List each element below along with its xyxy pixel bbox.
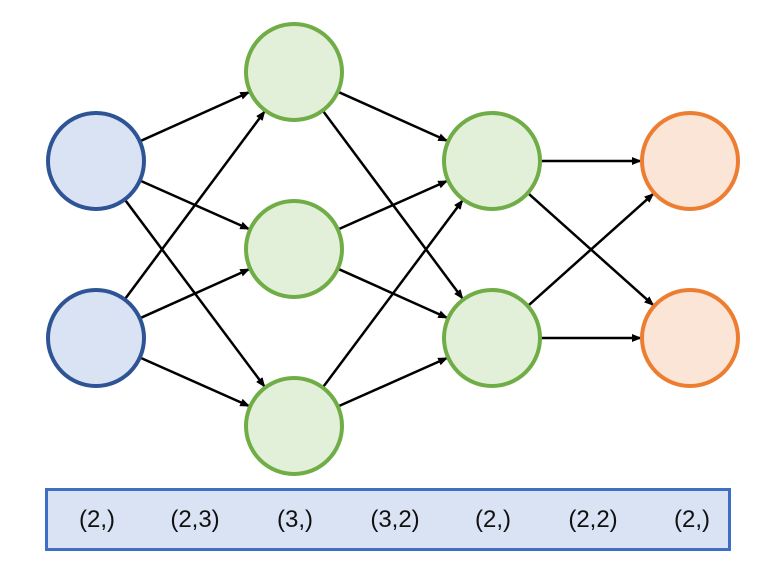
hidden-node-layer1-2	[244, 376, 344, 476]
shape-label-weights-2: (3,2)	[370, 505, 420, 533]
output-node-layer3-0	[640, 111, 740, 211]
edge-l2n1-l3n0	[526, 192, 655, 307]
hidden-node-layer1-1	[244, 199, 344, 299]
edge-l0n1-l1n2	[139, 356, 251, 408]
output-node-layer3-1	[640, 288, 740, 388]
edge-l0n1-l1n1	[139, 267, 251, 320]
edge-l1n2-l2n1	[337, 356, 449, 408]
connection-edges	[123, 90, 655, 408]
neuron-nodes	[46, 22, 740, 476]
hidden-node-layer1-0	[244, 22, 344, 122]
shape-label-hidden-2-vector: (2,)	[475, 505, 511, 533]
edge-l0n1-l1n0	[123, 110, 266, 301]
shape-label-weights-3: (2,2)	[568, 505, 618, 533]
shape-label-weights-1: (2,3)	[170, 505, 220, 533]
shape-label-hidden-1-vector: (3,)	[277, 505, 313, 533]
tensor-shape-bar: (2,) (2,3) (3,) (3,2) (2,) (2,2) (2,)	[45, 488, 731, 551]
input-node-layer0-1	[46, 288, 146, 388]
input-node-layer0-0	[46, 111, 146, 211]
edge-l0n0-l1n0	[139, 90, 251, 143]
edge-l1n2-l2n0	[321, 199, 464, 389]
edge-l1n1-l2n0	[337, 179, 449, 231]
hidden-node-layer2-0	[442, 111, 542, 211]
shape-label-input-vector: (2,)	[79, 505, 115, 533]
shape-label-output-vector: (2,)	[674, 505, 710, 533]
edge-l1n0-l2n0	[337, 90, 449, 143]
hidden-node-layer2-1	[442, 288, 542, 388]
